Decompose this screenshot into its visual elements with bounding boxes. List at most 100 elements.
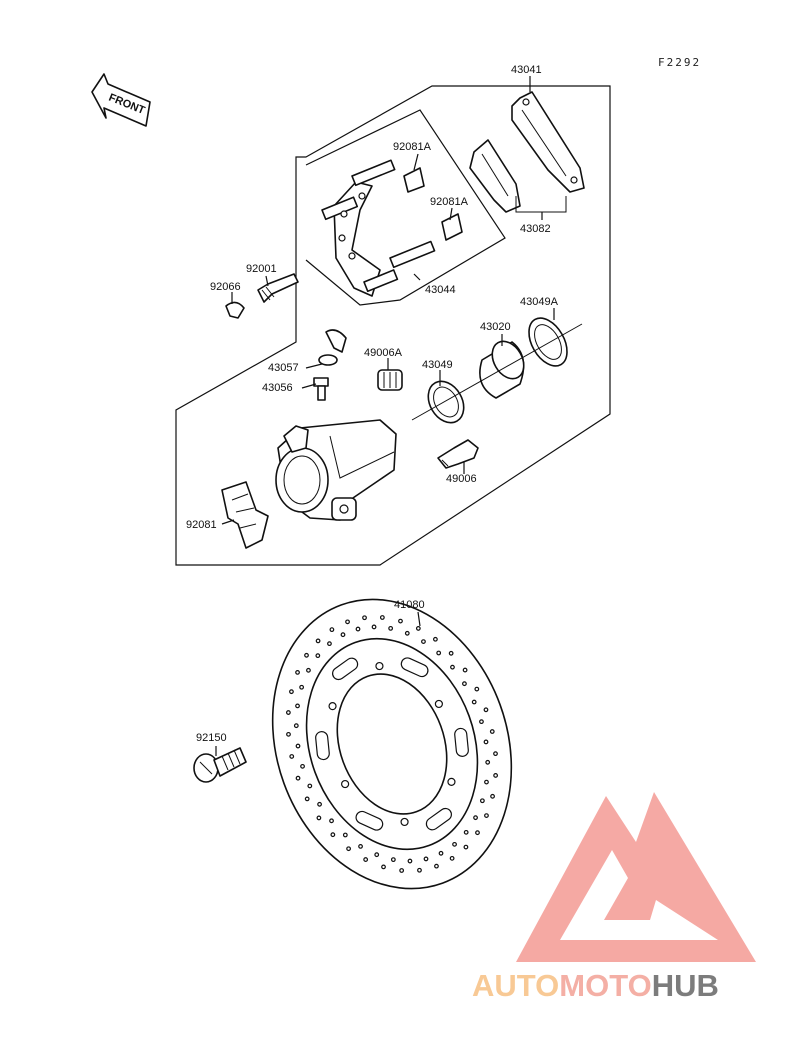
disc-vent-hole [471,699,477,705]
disc-vent-hole [404,630,410,636]
disc-vent-hole [295,670,300,675]
disc-vent-hole [473,815,478,821]
dust-cap-92066 [225,301,245,319]
disc-vent-hole [484,779,489,785]
bleeder-cap [318,329,347,366]
disc-vent-hole [289,754,295,759]
disc-vent-hole [342,832,348,838]
disc-vent-hole [462,681,467,687]
disc-vent-hole [398,618,403,624]
diagram-code: F2292 [658,56,701,69]
label-43049: 43049 [422,359,453,371]
disc-vent-hole [399,868,405,873]
disc-vent-hole [448,650,454,656]
disc-mount-hole [447,777,456,786]
piston-axis-line [411,323,583,421]
label-43082: 43082 [520,223,551,235]
disc-vent-hole [286,731,291,737]
pad-spring-upper [403,167,425,193]
svg-text:AUTOMOTOHUB: AUTOMOTOHUB [472,968,719,1003]
disc-vent-hole [371,624,377,630]
disc-vent-hole [417,867,422,873]
disc-vent-hole [346,846,351,852]
disc-slot [454,727,469,757]
disc-vent-hole [363,857,369,862]
disc-vent-hole [289,689,294,695]
disc-vent-hole [295,743,301,749]
dust-seal-49006a [377,369,403,391]
disc-vent-hole [307,783,313,789]
disc-vent-hole [479,719,484,725]
label-92066: 92066 [210,281,241,293]
disc-vent-hole [330,832,336,838]
disc-vent-hole [316,815,322,821]
label-43049a: 43049A [520,296,559,308]
disc-vent-hole [493,751,498,757]
disc-vent-hole [463,844,469,850]
label-92001: 92001 [246,263,277,275]
label-43056: 43056 [262,382,293,394]
bracket-group-outline [305,109,506,306]
leader-lines [215,76,555,756]
disc-slot [425,807,453,831]
disc-vent-hole [436,650,442,656]
disc-vent-hole [306,667,311,673]
bleeder-valve [313,377,329,401]
disc-mount-hole [434,699,443,709]
disc-vent-hole [299,684,305,690]
watermark-text-auto: AUTO [472,968,559,1003]
front-arrow-icon: FRONT [91,73,151,127]
disc-vent-hole [463,829,469,835]
disc-vent-hole [449,855,455,861]
watermark-logo: AUTOMOTOHUB [472,792,756,1003]
disc-vent-hole [340,632,346,638]
disc-slot [400,657,429,678]
caliper-body [275,419,397,521]
disc-vent-hole [388,625,394,631]
disc-vent-hole [379,615,385,620]
watermark-triangle-icon [516,792,756,962]
disc-vent-hole [345,619,350,625]
disc-vent-hole [355,626,361,632]
label-41080: 41080 [394,599,425,611]
disc-vent-hole [490,793,495,799]
pad-spring-mid [441,213,463,241]
disc-vent-hole [329,818,334,824]
watermark-text-hub: HUB [652,968,719,1003]
disc-vent-hole [479,798,485,804]
label-43044: 43044 [425,284,456,296]
label-92081: 92081 [186,519,217,531]
disc-mount-hole [400,817,409,827]
caliper-assembly-outline [175,85,611,566]
disc-vent-hole [315,653,321,659]
disc-vent-hole [358,844,363,849]
disc-vent-hole [317,801,322,807]
brake-pads [469,91,585,213]
disc-vent-hole [327,641,332,647]
disc-mount-hole [328,702,337,711]
disc-vent-hole [285,710,291,715]
piston-seal-43049 [427,380,465,424]
disc-vent-hole [295,775,301,781]
bolt-92001 [257,273,299,303]
disc-vent-hole [483,739,489,745]
disc-vent-hole [362,615,367,621]
label-43020: 43020 [480,321,511,333]
disc-vent-hole [438,850,444,856]
disc-vent-hole [374,852,380,858]
disc-vent-hole [381,864,386,870]
disc-mount-hole [375,661,384,671]
disc-vent-hole [493,773,499,778]
disc-vent-hole [295,703,300,709]
label-43057: 43057 [268,362,299,374]
dust-seal-43049a [528,317,568,367]
label-49006: 49006 [446,473,477,485]
disc-mount-hole [341,779,350,789]
watermark-text-moto: MOTO [559,968,651,1003]
label-43041: 43041 [511,64,542,76]
disc-vent-hole [423,856,429,862]
disc-vent-hole [485,759,491,765]
disc-vent-hole [329,627,335,633]
disc-vent-hole [475,830,480,836]
